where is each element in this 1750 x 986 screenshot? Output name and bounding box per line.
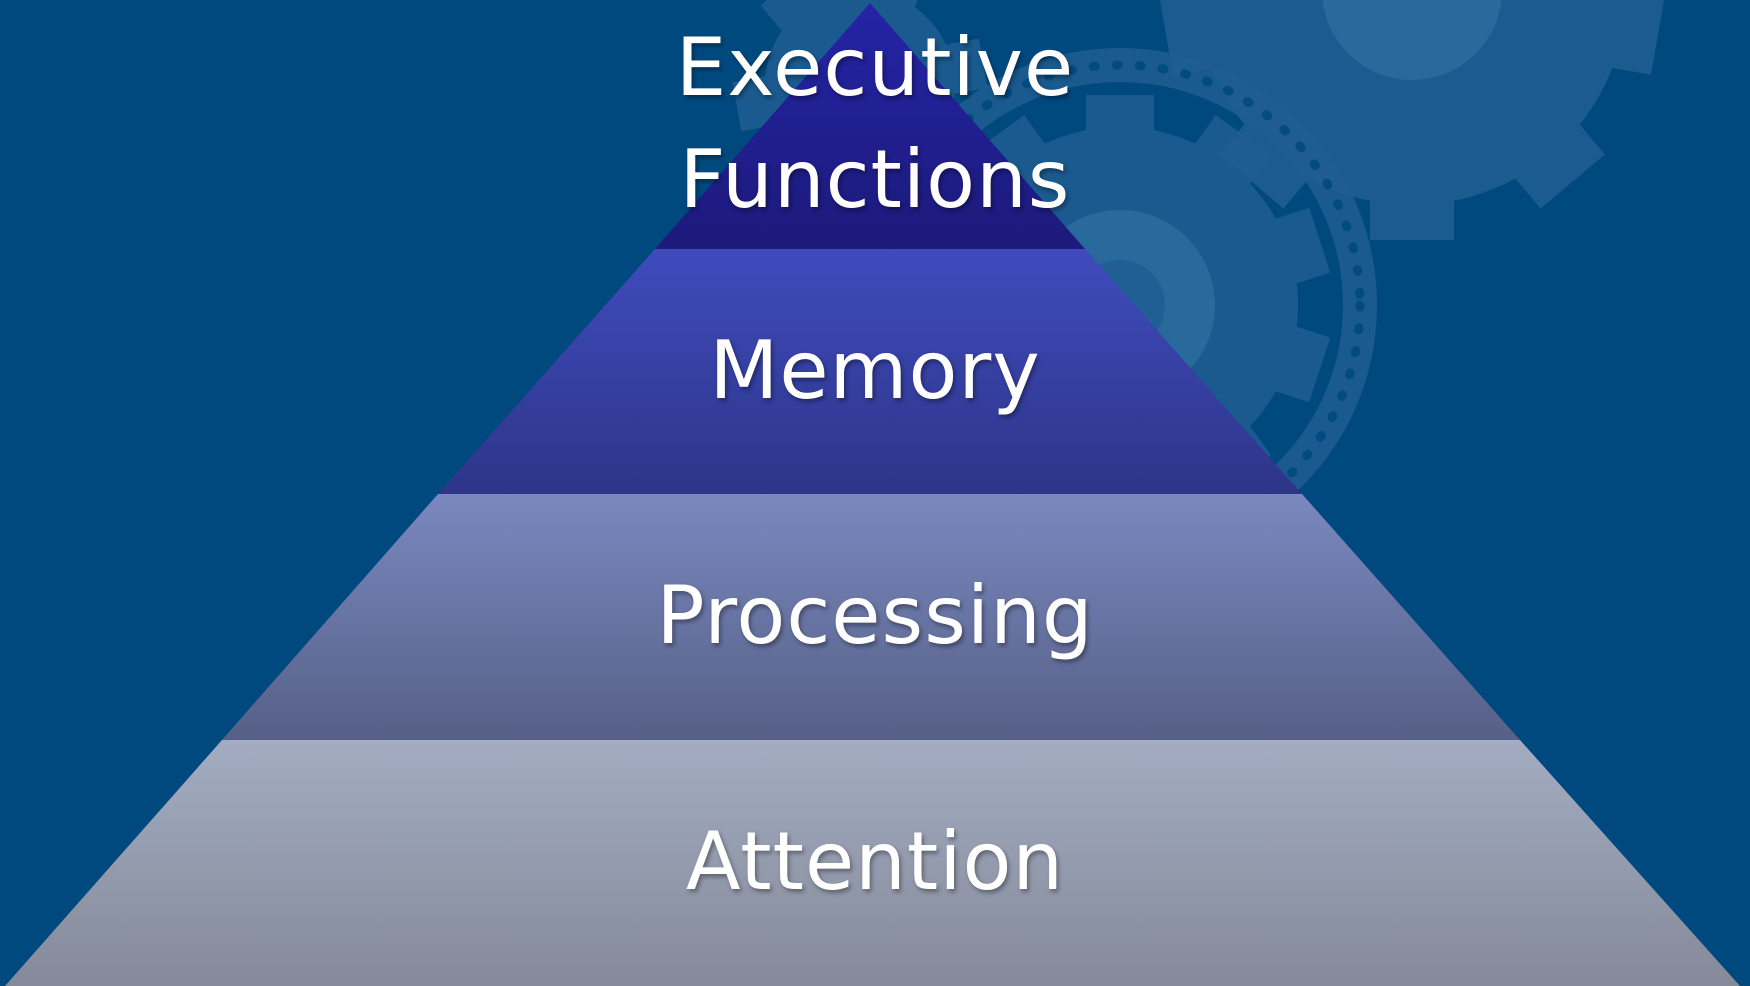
tier-executive-functions	[655, 3, 1085, 249]
large-gear-hub	[1322, 0, 1502, 80]
tier-label-line-2: Functions	[679, 133, 1071, 226]
tier-label-processing: Processing	[656, 569, 1094, 662]
tier-label-line-1: Executive	[675, 21, 1075, 114]
tier-label-attention: Attention	[685, 815, 1065, 908]
tier-label-memory: Memory	[709, 324, 1041, 417]
tier-processing	[222, 494, 1520, 740]
tier-label-executive-functions: Executive Functions	[0, 12, 1750, 236]
tier-memory	[438, 249, 1302, 494]
tier-attention	[5, 740, 1740, 986]
